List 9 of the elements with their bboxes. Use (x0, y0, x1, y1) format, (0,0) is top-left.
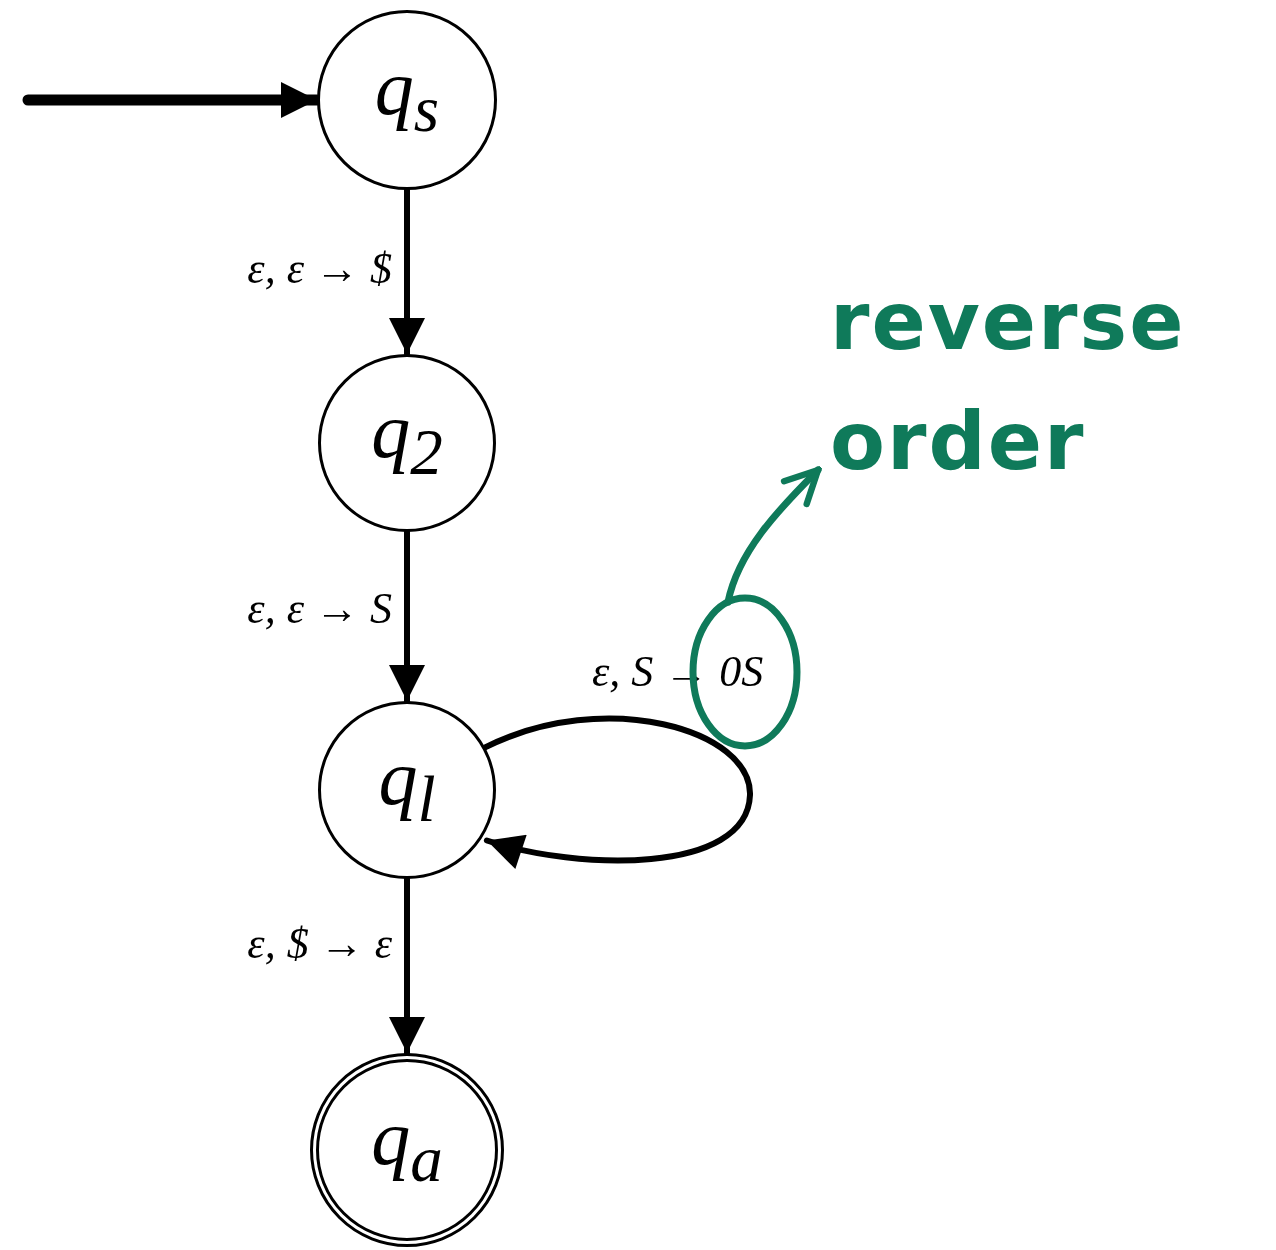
transition-arrow (389, 529, 425, 704)
transition-arrow (389, 876, 425, 1056)
transition-arrow (389, 187, 425, 357)
state-circle: q$_{s}$ (317, 10, 497, 190)
accept-state-circle: q$_{a}$ (310, 1053, 504, 1247)
handwritten-note: reverse order (830, 262, 1270, 502)
state-circle: q$_{2}$ (318, 354, 496, 532)
state-circle: q$_{l}$ (318, 701, 496, 879)
transition-arrow (482, 715, 753, 868)
